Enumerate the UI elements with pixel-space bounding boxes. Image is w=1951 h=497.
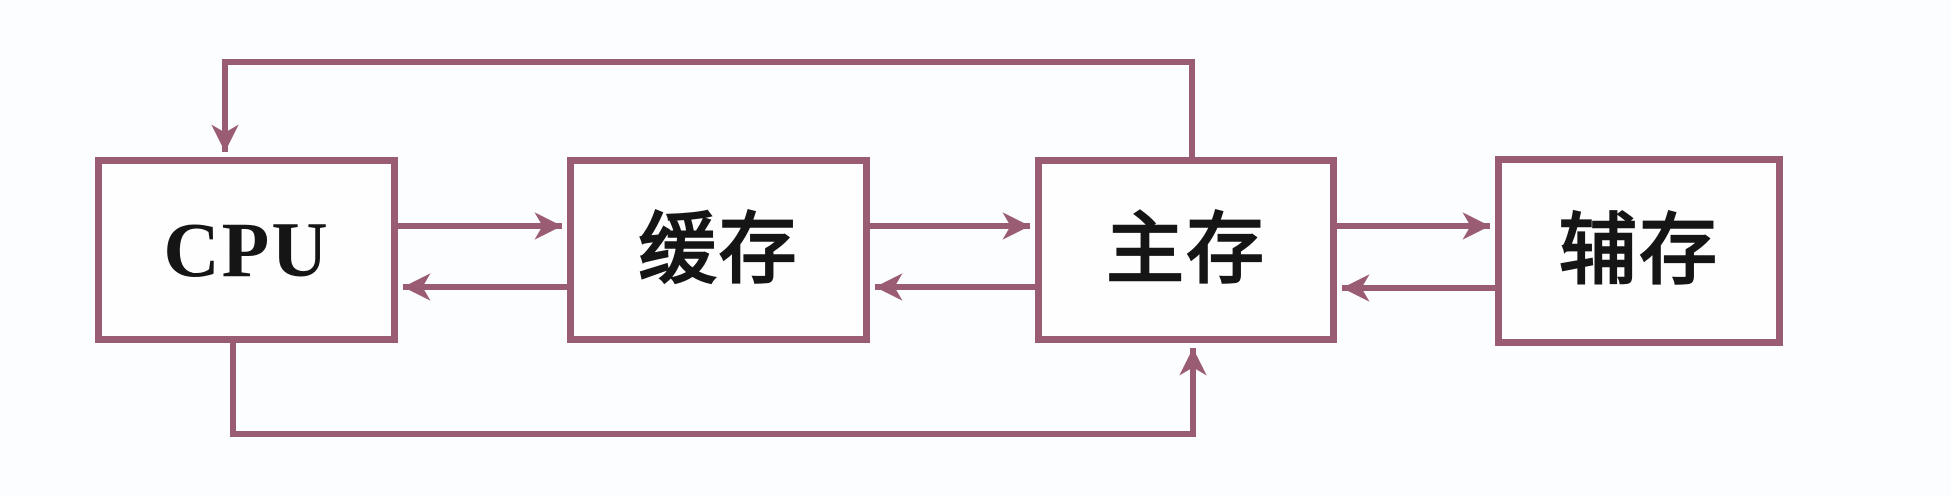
- node-cache-label: 缓存: [638, 206, 799, 293]
- node-cache: 缓存: [567, 157, 870, 343]
- node-aux-memory: 辅存: [1495, 156, 1783, 346]
- node-cpu-label: CPU: [163, 206, 330, 293]
- node-cpu: CPU: [95, 157, 398, 343]
- node-main-memory: 主存: [1035, 157, 1337, 343]
- node-aux-memory-label: 辅存: [1558, 207, 1719, 294]
- arrow-cpu-to-main-bottom-bypass: [230, 343, 1207, 437]
- node-main-memory-label: 主存: [1105, 206, 1266, 293]
- arrow-main-to-cpu-top-bypass: [211, 59, 1195, 157]
